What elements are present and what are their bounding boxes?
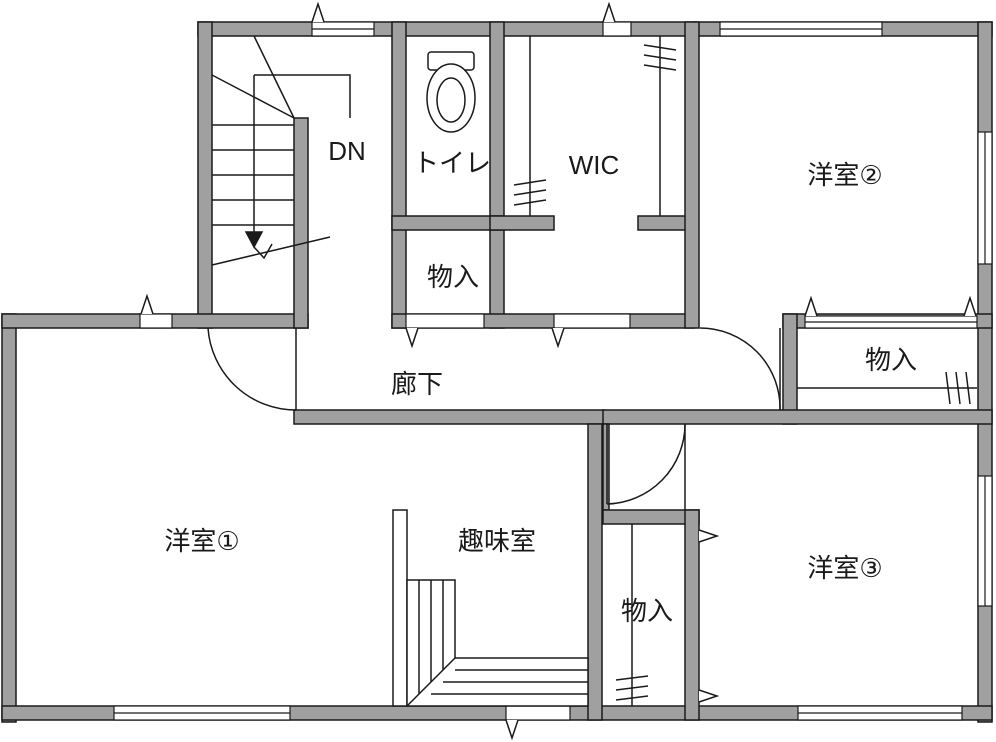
wall-toilet-bottom xyxy=(391,215,505,231)
label-closet-room2: 物入 xyxy=(865,346,917,376)
wall-left-lower xyxy=(1,313,17,723)
label-hallway: 廊下 xyxy=(391,370,443,400)
window-markers xyxy=(140,1,977,741)
doors xyxy=(207,327,781,510)
label-wic: WIC xyxy=(569,150,620,180)
windows xyxy=(113,21,993,721)
label-toilet: トイレ xyxy=(413,149,491,179)
wall-wic-right xyxy=(684,21,700,329)
label-closet-toilet: 物入 xyxy=(427,263,479,293)
window-wic-bottom xyxy=(553,313,631,329)
window-wic xyxy=(602,21,632,37)
wall-room3-entry xyxy=(602,423,610,511)
label-hobby-room: 趣味室 xyxy=(458,527,536,557)
wall-right xyxy=(977,21,993,723)
walls xyxy=(1,21,993,723)
label-western-room-1: 洋室① xyxy=(164,527,239,557)
wall-stairs-inner xyxy=(293,117,309,329)
window-room1-top xyxy=(139,313,173,329)
wall-room2-closet-left xyxy=(782,313,798,425)
wall-wic-mid-left xyxy=(489,215,555,231)
wall-toilet-left xyxy=(391,21,407,329)
wall-left-stairs xyxy=(197,21,213,329)
label-western-room-2: 洋室② xyxy=(807,161,882,191)
label-western-room-3: 洋室③ xyxy=(807,554,882,584)
wall-toilet-right xyxy=(489,21,505,329)
staircase xyxy=(211,35,351,266)
label-dn: DN xyxy=(328,136,366,166)
wall-closet3-right xyxy=(684,509,700,721)
window-hobby-bottom xyxy=(505,705,571,721)
wall-hobby-right xyxy=(587,423,603,721)
toilet-fixture xyxy=(426,51,476,133)
closet-rods xyxy=(513,36,977,706)
window-closet-toilet xyxy=(405,313,485,329)
wall-hall-lower xyxy=(293,409,605,425)
hobby-bench xyxy=(392,509,589,707)
label-closet-room3: 物入 xyxy=(621,597,673,627)
wall-room2-bottom xyxy=(602,409,993,425)
